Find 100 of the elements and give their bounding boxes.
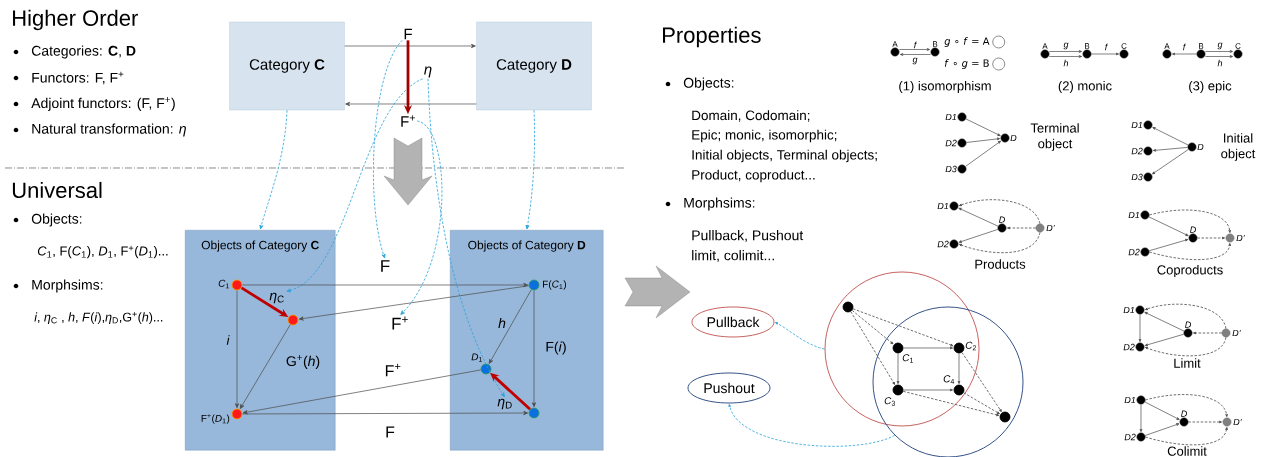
edge-label: h <box>1063 59 1069 67</box>
arrow <box>961 352 1002 413</box>
math-label: F <box>404 28 412 40</box>
edge-label: f <box>1183 43 1187 51</box>
dot-label: D <box>1181 410 1187 417</box>
arrow <box>239 324 291 409</box>
arrow <box>850 311 896 385</box>
bullet-text: Morphsims: <box>32 279 103 293</box>
arrow <box>902 390 1000 417</box>
oval-box: Pullback <box>691 306 775 338</box>
arrow <box>903 346 953 350</box>
arrow <box>1049 55 1082 58</box>
arrow <box>400 120 443 315</box>
edge-label: f <box>914 41 918 49</box>
arrow <box>1149 243 1231 261</box>
arrow <box>242 369 482 415</box>
equation: f ∘ g = B <box>944 59 989 69</box>
dot-label: D1 <box>1123 306 1135 314</box>
circle-outline <box>872 306 1024 457</box>
diagram-caption: Colimit <box>1167 446 1207 456</box>
diagram-caption: Limit <box>1174 358 1201 368</box>
dot-label: D3 <box>945 165 957 173</box>
dot-label: B <box>933 41 938 47</box>
text-line: Product, coproduct... <box>692 169 815 183</box>
dot-label: D’ <box>1236 234 1245 242</box>
arrow <box>728 404 896 447</box>
arrow <box>852 308 954 347</box>
edge-label: g <box>912 57 918 65</box>
bullet-text: Natural transformation: η <box>32 123 186 137</box>
arrow <box>899 48 930 51</box>
diagram-caption: Coproducts <box>1157 264 1223 278</box>
bullet-text: Objects: <box>31 213 82 227</box>
dot-label: D <box>1190 226 1196 233</box>
diagram-caption: (1) isomorphism <box>899 80 991 94</box>
arrow <box>966 137 1001 143</box>
dot-label: D2 <box>1123 343 1135 351</box>
diagram-caption: Initial object <box>1221 133 1256 161</box>
dot-label: D1 <box>1128 211 1140 219</box>
arrow <box>1139 404 1143 432</box>
diagram-caption: (2) monic <box>1058 80 1112 94</box>
edge-label: i <box>226 335 230 345</box>
bullet-text: Adjoint functors: (F, F$^{+}$) <box>31 97 175 111</box>
dot-label: A <box>1164 43 1170 49</box>
arrow <box>900 53 931 56</box>
dot-label: D1 <box>937 202 949 210</box>
text-line: i, η$_{C}$ , h, F(i),η$_{D}$,G$^{+}$(h)... <box>34 312 163 324</box>
edge-label: g <box>1217 42 1223 50</box>
arrow <box>1145 427 1228 446</box>
bullet-text: Functors: F, F$^{+}$ <box>32 71 124 85</box>
math-label: η$_{C}$ <box>269 292 284 304</box>
dot-label: A <box>1042 43 1048 49</box>
text-line: Initial objects, Terminal objects; <box>692 149 877 163</box>
dot-label: D’ <box>1046 224 1055 232</box>
dot-label: C$_{1}$ <box>902 354 913 363</box>
dot-label: D3 <box>1131 173 1143 181</box>
arrow <box>1007 226 1036 230</box>
arrow <box>1188 420 1222 424</box>
dot-label: C$_{1}$ <box>218 279 229 289</box>
dot-label: D1 <box>1124 396 1136 404</box>
arrow <box>1197 236 1225 240</box>
arrow <box>427 78 505 398</box>
text-line: Epic; monic, isomorphic; <box>692 129 837 143</box>
dot-label: A <box>892 41 898 47</box>
arrow <box>903 388 953 392</box>
equation: g ∘ f = A <box>944 37 990 47</box>
arrow <box>344 43 476 49</box>
arrow <box>1049 50 1082 53</box>
arrow <box>1091 52 1119 56</box>
text-line: Pullback, Pushout <box>692 230 804 242</box>
arrow <box>531 290 537 408</box>
arrow <box>286 78 424 293</box>
arrow <box>1148 238 1189 252</box>
dot-label: C <box>1121 43 1127 49</box>
arrow <box>1152 127 1189 146</box>
arrow <box>242 410 529 416</box>
arrow <box>1149 209 1231 233</box>
dot-label: C$_{3}$ <box>884 397 895 406</box>
category-box: Category D <box>476 21 592 111</box>
arrow <box>298 285 529 321</box>
arrow <box>1144 303 1227 329</box>
arrow <box>1152 147 1188 152</box>
dot-label: D’ <box>1233 418 1242 426</box>
arrow <box>1144 401 1180 420</box>
arrow <box>1144 337 1227 357</box>
edge-label: F <box>386 426 395 438</box>
arrow <box>1148 216 1189 237</box>
edge-label: F(i) <box>546 341 566 355</box>
dot-label: D’ <box>1232 329 1241 337</box>
arrow <box>958 229 999 243</box>
dot-label: C$_{2}$ <box>965 341 976 351</box>
arrow <box>957 353 961 384</box>
arrow <box>1193 331 1222 335</box>
arrow <box>775 322 825 350</box>
math-label: η <box>424 66 432 78</box>
dot-label: D <box>1010 134 1017 142</box>
arrow <box>1205 50 1233 53</box>
edge-label: G$^{+}$(h) <box>286 355 320 369</box>
arrow <box>525 109 535 230</box>
arrow <box>896 353 900 384</box>
arrow <box>234 290 240 409</box>
